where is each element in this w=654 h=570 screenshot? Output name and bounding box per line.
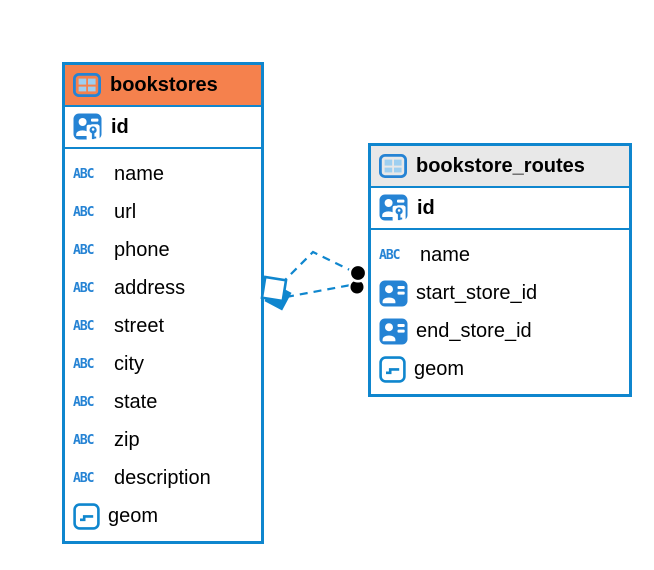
column-row[interactable]: geom (65, 497, 261, 535)
relationship-line-upper[interactable] (280, 250, 355, 285)
column-row[interactable]: end_store_id (371, 312, 629, 350)
column-row[interactable]: ABC name (371, 236, 629, 274)
relationship-line-lower[interactable] (285, 283, 352, 299)
column-row[interactable]: ABC url (65, 193, 261, 231)
text-column-icon: ABC (73, 280, 94, 296)
text-column-icon: ABC (73, 242, 94, 258)
column-name: phone (114, 238, 170, 261)
table-header[interactable]: bookstores (65, 65, 261, 107)
table-header[interactable]: bookstore_routes (371, 146, 629, 188)
column-row[interactable]: ABC street (65, 307, 261, 345)
table-title: bookstore_routes (416, 154, 585, 177)
primary-key-icon (379, 194, 408, 222)
dot-end-marker[interactable] (348, 263, 368, 296)
column-row[interactable]: ABC description (65, 459, 261, 497)
column-list: ABC name start_store_id end_store_id geo… (371, 230, 629, 394)
column-row[interactable]: ABC address (65, 269, 261, 307)
column-row[interactable]: start_store_id (371, 274, 629, 312)
diamond-end-marker[interactable] (260, 275, 292, 311)
column-name: name (114, 162, 165, 185)
geometry-column-icon (379, 355, 406, 383)
primary-key-row[interactable]: id (65, 107, 261, 149)
column-name: end_store_id (416, 319, 532, 342)
column-name: geom (414, 357, 465, 380)
column-row[interactable]: ABC phone (65, 231, 261, 269)
column-row[interactable]: geom (371, 350, 629, 388)
column-name: zip (114, 428, 140, 451)
text-column-icon: ABC (73, 356, 94, 372)
text-column-icon: ABC (379, 247, 400, 263)
primary-key-name: id (417, 196, 435, 219)
text-column-icon: ABC (73, 470, 94, 486)
geometry-column-icon (73, 502, 100, 530)
column-name: description (114, 466, 211, 489)
text-column-icon: ABC (73, 394, 94, 410)
text-column-icon: ABC (73, 204, 94, 220)
column-name: start_store_id (416, 281, 538, 304)
text-column-icon: ABC (73, 166, 94, 182)
column-name: city (114, 352, 144, 375)
column-name: state (114, 390, 158, 413)
column-name: street (114, 314, 165, 337)
column-name: name (420, 243, 471, 266)
column-row[interactable]: ABC state (65, 383, 261, 421)
table-bookstore-routes[interactable]: bookstore_routes id ABC name start_st (368, 143, 632, 397)
column-row[interactable]: ABC name (65, 155, 261, 193)
primary-key-icon (73, 113, 102, 141)
foreign-key-icon (379, 280, 408, 306)
primary-key-row[interactable]: id (371, 188, 629, 230)
column-list: ABC name ABC url ABC phone ABC address A… (65, 149, 261, 541)
primary-key-name: id (111, 115, 129, 138)
column-row[interactable]: ABC zip (65, 421, 261, 459)
table-title: bookstores (110, 73, 218, 96)
table-grid-icon (379, 154, 407, 178)
table-grid-icon (73, 73, 101, 97)
column-row[interactable]: ABC city (65, 345, 261, 383)
column-name: url (114, 200, 137, 223)
column-name: geom (108, 504, 159, 527)
foreign-key-icon (379, 318, 408, 344)
column-name: address (114, 276, 186, 299)
text-column-icon: ABC (73, 318, 94, 334)
text-column-icon: ABC (73, 432, 94, 448)
table-bookstores[interactable]: bookstores id ABC name ABC url ABC phone… (62, 62, 264, 544)
